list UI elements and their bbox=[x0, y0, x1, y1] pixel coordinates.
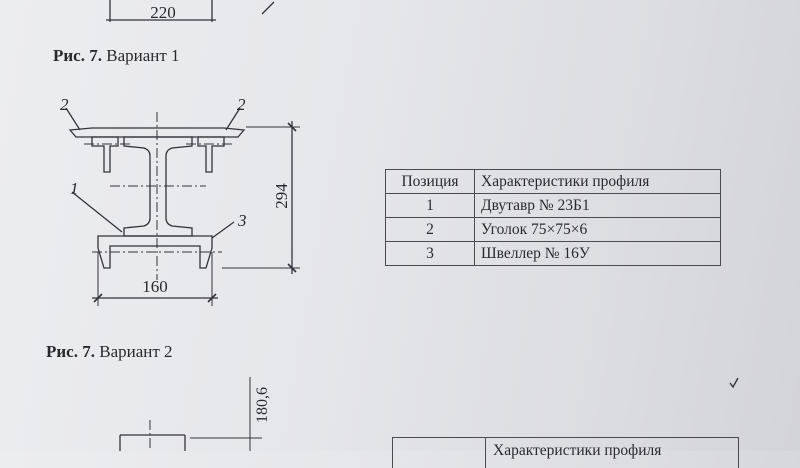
callout-1: 1 bbox=[70, 179, 79, 198]
figure2-table-partial: Характеристики профиля bbox=[392, 437, 739, 468]
top-plate-shape bbox=[68, 127, 246, 138]
right-angle-shape bbox=[197, 136, 225, 173]
leader-2-right bbox=[225, 107, 241, 131]
engineering-drawings: 220 2 2 1 3 294 160 180,6 bbox=[60, 0, 739, 451]
width-dim-label: 160 bbox=[142, 277, 168, 296]
figure1-caption-title: Вариант 1 bbox=[106, 46, 180, 65]
row-description: Швеллер № 16У bbox=[474, 241, 721, 266]
header-position: Позиция bbox=[385, 169, 475, 194]
profile-table: Позиция Характеристики профиля 1 Двутавр… bbox=[385, 169, 721, 266]
callout-2-right: 2 bbox=[237, 95, 246, 114]
figure2-caption: Рис. 7. Вариант 2 bbox=[46, 342, 173, 362]
height-tick-bottom bbox=[287, 263, 297, 273]
row-position: 3 bbox=[385, 241, 475, 266]
figure1-caption-prefix: Рис. 7. bbox=[53, 46, 102, 65]
prev-leader-line bbox=[261, 1, 275, 15]
row-position: 1 bbox=[385, 193, 475, 218]
table-row: 1 Двутавр № 23Б1 bbox=[385, 193, 721, 218]
channel-shape bbox=[97, 235, 213, 269]
table-row: 2 Уголок 75×75×6 bbox=[385, 217, 721, 242]
callout-3: 3 bbox=[237, 211, 247, 230]
figure2-table-divider bbox=[485, 438, 486, 468]
callout-2-left: 2 bbox=[60, 95, 69, 114]
v2-height-dim-label: 180,6 bbox=[254, 387, 271, 423]
figure1-caption: Рис. 7. Вариант 1 bbox=[53, 46, 180, 66]
table-row: 3 Швеллер № 16У bbox=[385, 241, 721, 266]
pen-tick-mark bbox=[729, 377, 739, 389]
row-description: Двутавр № 23Б1 bbox=[474, 193, 721, 218]
row-position: 2 bbox=[385, 217, 475, 242]
row-description: Уголок 75×75×6 bbox=[474, 217, 721, 242]
textbook-page: 220 2 2 1 3 294 160 180,6 Рис. 7. Вариан… bbox=[46, 0, 739, 468]
leader-1 bbox=[71, 191, 123, 233]
leader-2-left bbox=[65, 107, 81, 131]
width-tick-right bbox=[207, 293, 217, 303]
table-header-row: Позиция Характеристики профиля bbox=[385, 169, 721, 194]
height-tick-top bbox=[287, 122, 297, 132]
figure2-table-header: Характеристики профиля bbox=[493, 442, 662, 459]
left-angle-shape bbox=[91, 136, 119, 173]
header-characteristics: Характеристики профиля bbox=[474, 169, 721, 194]
width-tick-left bbox=[93, 293, 103, 303]
figure2-caption-prefix: Рис. 7. bbox=[46, 342, 95, 361]
figure2-caption-title: Вариант 2 bbox=[99, 342, 173, 361]
leader-3 bbox=[211, 221, 235, 239]
prev-dim-label: 220 bbox=[150, 3, 176, 22]
height-dim-label: 294 bbox=[272, 183, 291, 209]
